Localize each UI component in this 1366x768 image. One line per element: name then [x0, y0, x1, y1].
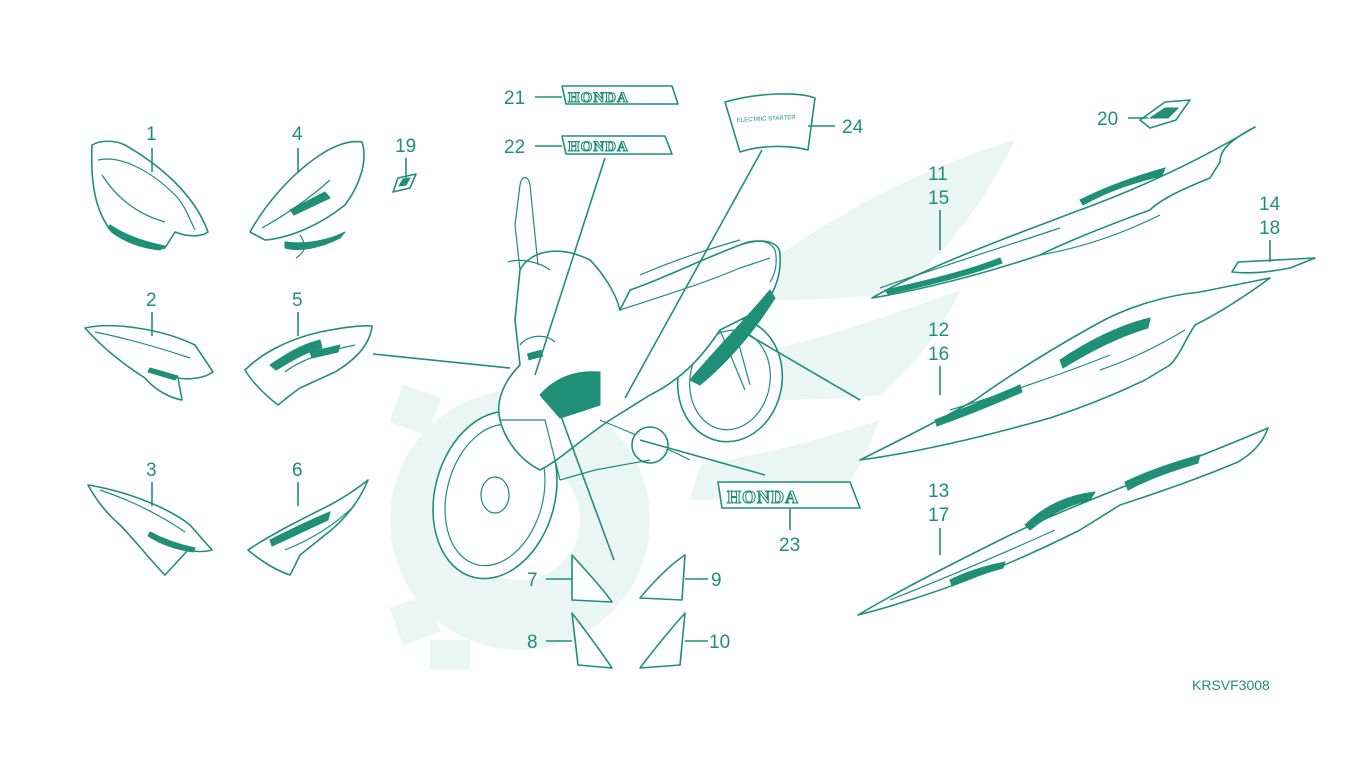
- callout-24: 24: [842, 117, 864, 138]
- callout-17: 17: [928, 505, 949, 526]
- callout-22: 22: [504, 137, 525, 158]
- callout-12: 12: [928, 320, 949, 341]
- decal-1: [90, 140, 209, 251]
- callout-5: 5: [292, 290, 303, 311]
- svg-text:ELECTRIC STARTER: ELECTRIC STARTER: [737, 115, 797, 124]
- callout-13: 13: [928, 481, 949, 502]
- decal-3: [87, 484, 213, 576]
- decal-11-15: [871, 126, 1256, 299]
- decal-4: [249, 140, 365, 259]
- callout-9: 9: [711, 570, 722, 591]
- emblem-23: HONDA: [717, 481, 861, 509]
- callout-21: 21: [504, 88, 525, 109]
- callout-3: 3: [146, 460, 157, 481]
- callout-6: 6: [292, 460, 303, 481]
- decal-6: [247, 479, 369, 576]
- decal-9: [639, 554, 686, 601]
- decal-7: [571, 554, 613, 603]
- callout-labels: 1 2 3 4 5 6 7 8 9 10 11 15 12 16 13 17 1…: [146, 88, 1281, 653]
- callout-7: 7: [527, 570, 538, 591]
- drawing-code: KRSVF3008: [1192, 677, 1270, 693]
- decal-5: [244, 325, 373, 406]
- emblem-22: HONDA: [561, 135, 673, 156]
- callout-23: 23: [779, 535, 800, 556]
- decal-19: [392, 173, 417, 193]
- decal-2: [84, 324, 214, 401]
- callout-19: 19: [395, 136, 416, 157]
- callout-14: 14: [1259, 194, 1281, 215]
- decal-12-16: [859, 277, 1271, 461]
- callout-15: 15: [928, 188, 949, 209]
- callout-11: 11: [928, 164, 948, 185]
- callout-4: 4: [292, 124, 303, 145]
- callout-16: 16: [928, 344, 949, 365]
- decal-24: ELECTRIC STARTER: [724, 93, 816, 153]
- decal-10: [639, 612, 686, 669]
- emblem-23-text: HONDA: [727, 487, 799, 507]
- callout-18: 18: [1259, 218, 1280, 239]
- decal-14-18: [1231, 257, 1316, 274]
- callout-8: 8: [527, 632, 538, 653]
- emblem-22-text: HONDA: [568, 139, 629, 155]
- emblem-21: HONDA: [561, 85, 679, 107]
- decal-8: [571, 612, 613, 669]
- decal-20: [1139, 99, 1191, 129]
- emblem-21-text: HONDA: [568, 90, 629, 106]
- motorcycle-illustration: [432, 176, 784, 580]
- callout-2: 2: [146, 290, 157, 311]
- callout-20: 20: [1097, 109, 1118, 130]
- callout-10: 10: [709, 632, 730, 653]
- callout-1: 1: [146, 124, 157, 145]
- leader-lines: [151, 96, 1271, 642]
- decal-13-17: [857, 427, 1269, 616]
